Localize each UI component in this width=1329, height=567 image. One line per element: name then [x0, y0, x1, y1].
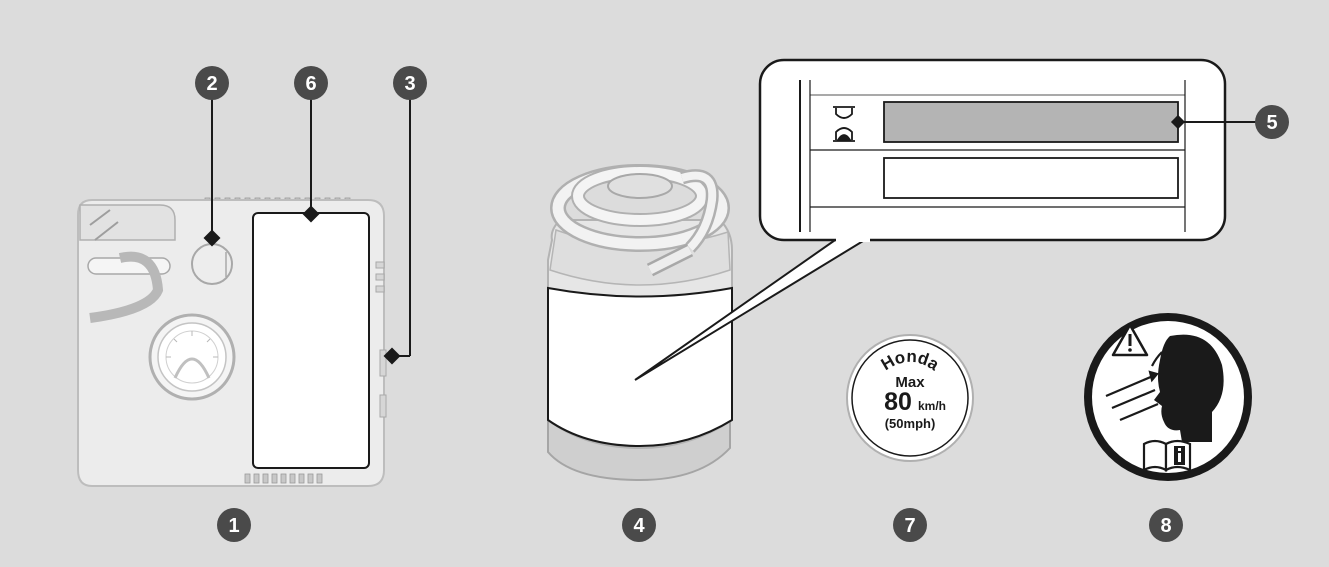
- sealant-bottle-label: [547, 286, 733, 448]
- sticker-speed-value: 80: [884, 388, 912, 416]
- svg-text:7: 7: [904, 515, 915, 537]
- bottle-label-zoom: [634, 58, 1257, 381]
- splash-lines: [1105, 351, 1163, 422]
- blank-field: [883, 157, 1179, 199]
- sticker-speed-alt: (50mph): [885, 416, 936, 431]
- svg-text:2: 2: [206, 73, 217, 95]
- compressor-bottom-vents: [244, 473, 323, 484]
- warning-triangle-icon: [1111, 323, 1149, 357]
- manual-info-icon: [1142, 439, 1192, 472]
- svg-text:1: 1: [228, 515, 239, 537]
- svg-text:4: 4: [633, 515, 645, 537]
- callout-badges: 2 6 3 5 1 4 7 8: [195, 66, 1289, 542]
- pressure-gauge: [148, 313, 236, 401]
- callout-7: 7: [893, 508, 927, 542]
- compressor-label-panel: [252, 212, 370, 469]
- sealant-bottle: [547, 164, 733, 482]
- callout-6: 6: [294, 66, 328, 100]
- svg-text:3: 3: [404, 73, 415, 95]
- compressor-leaders: [203, 97, 411, 365]
- compressor: [77, 197, 387, 487]
- speed-limit-sticker: Honda Max 80 km/h (50mph): [846, 334, 974, 462]
- head-silhouette-icon: [1154, 334, 1224, 442]
- compressor-hose-holder: [79, 204, 176, 323]
- callout-2: 2: [195, 66, 229, 100]
- callout-5: 5: [1255, 105, 1289, 139]
- sealant-bottle-hose-coil: [550, 164, 730, 277]
- callout-3: 3: [393, 66, 427, 100]
- expiry-date-field: [883, 101, 1179, 143]
- warning-sticker: [1084, 313, 1252, 481]
- svg-text:6: 6: [305, 73, 316, 95]
- svg-text:8: 8: [1160, 515, 1171, 537]
- compressor-side-vents: [375, 261, 387, 418]
- svg-text:5: 5: [1266, 112, 1277, 134]
- sticker-max-label: Max: [895, 374, 925, 391]
- sticker-speed-unit: km/h: [918, 399, 946, 413]
- callout-8: 8: [1149, 508, 1183, 542]
- callout-4: 4: [622, 508, 656, 542]
- hourglass-icon: [833, 106, 855, 142]
- callout-1: 1: [217, 508, 251, 542]
